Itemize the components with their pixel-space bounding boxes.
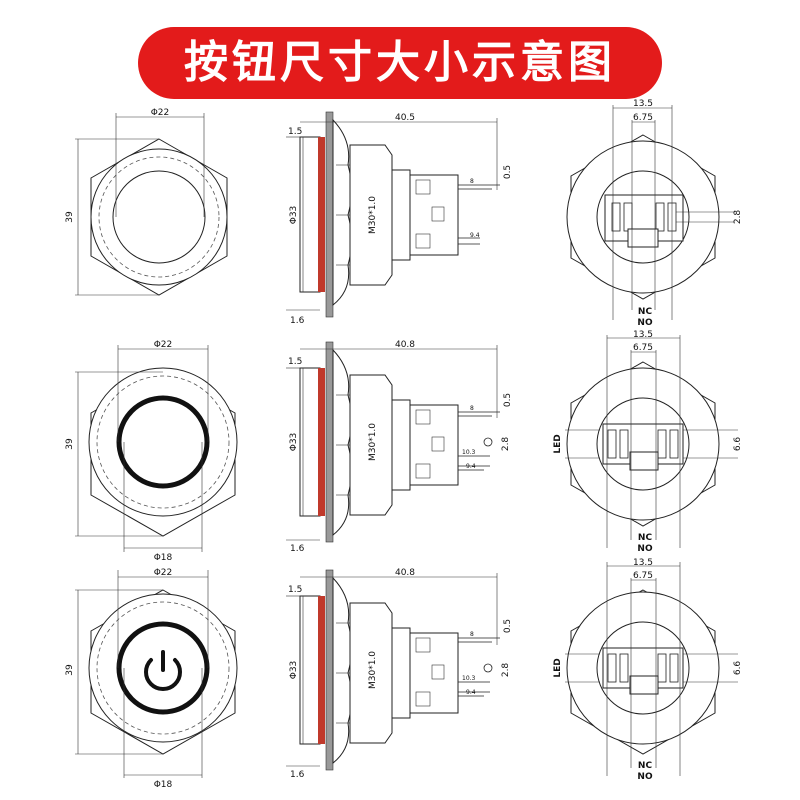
title-banner: 按钮尺寸大小示意图: [138, 27, 662, 99]
pitch-dimension: 2.8: [501, 437, 511, 452]
nut-dimension: 1.6: [290, 316, 305, 326]
spacing-dimension: 10.3: [462, 675, 476, 682]
nut-dimension: 1.6: [290, 770, 305, 780]
nc-label: NC: [638, 761, 653, 771]
switch-block: [391, 169, 411, 261]
inner-dimension: 6.75: [633, 113, 653, 123]
hex-dimension: 39: [65, 438, 75, 450]
housing: [349, 374, 393, 516]
side-dimension: 6.6: [733, 437, 743, 452]
gasket: [318, 596, 325, 744]
nc-label: NC: [638, 307, 653, 317]
nut-profile: [332, 576, 352, 765]
terminal-block: [409, 174, 459, 256]
thread-dimension: M30*1.0: [368, 196, 378, 234]
width-dimension: 13.5: [633, 330, 653, 340]
button-cap: [112, 170, 206, 264]
diameter-dimension: Φ33: [289, 433, 299, 452]
thread-dimension: M30*1.0: [368, 423, 378, 461]
no-label: NO: [637, 544, 653, 554]
rear-view-2: 13.5 6.75 6.6 LED NC NO: [553, 330, 743, 554]
pin-b-dimension: 9.4: [466, 463, 476, 470]
top-dimension: Φ22: [154, 340, 173, 350]
pin-b-dimension: 9.4: [470, 232, 480, 239]
side-dimension: 6.6: [733, 661, 743, 676]
banner-title: 按钮尺寸大小示意图: [184, 37, 616, 88]
flange-dimension: 1.5: [288, 585, 302, 595]
inner-dimension: 6.75: [633, 571, 653, 581]
nut-profile: [332, 348, 352, 537]
side-dimension: 2.8: [733, 210, 743, 225]
nut-dimension: 1.6: [290, 544, 305, 554]
led-ring: [116, 395, 210, 489]
housing: [349, 602, 393, 744]
thread-dimension: M30*1.0: [368, 651, 378, 689]
pin-b-dimension: 9.4: [466, 689, 476, 696]
side-view-1: 40.5 1.5 1.6 Φ33 M30*1.0 0.5 8 9.4: [286, 111, 513, 326]
length-dimension: 40.8: [395, 568, 415, 578]
flange-dimension: 1.5: [288, 127, 302, 137]
front-view-power: 39 Φ22 Φ18: [65, 568, 238, 790]
pin-gap-dimension: 0.5: [503, 619, 513, 633]
pin-a-dimension: 8: [470, 405, 474, 412]
rear-view-3: 13.5 6.75 6.6 LED NC NO: [553, 558, 743, 782]
hex-dimension: 39: [65, 664, 75, 676]
width-dimension: 13.5: [633, 99, 653, 109]
length-dimension: 40.8: [395, 340, 415, 350]
gasket: [318, 137, 325, 292]
bottom-dimension: Φ18: [154, 780, 173, 790]
spacing-dimension: 10.3: [462, 449, 476, 456]
bezel-dashed: [96, 375, 230, 509]
front-view-ring: 39 Φ22 Φ18: [65, 340, 238, 563]
led-label: LED: [553, 658, 563, 677]
terminal-block: [409, 632, 459, 714]
diameter-dimension: Φ33: [289, 206, 299, 225]
nc-label: NC: [638, 533, 653, 543]
pin-gap-dimension: 0.5: [503, 165, 513, 179]
pitch-dimension: 2.8: [501, 663, 511, 678]
pin-a-dimension: 8: [470, 631, 474, 638]
hex-dimension: 39: [65, 211, 75, 223]
flange-dimension: 1.5: [288, 357, 302, 367]
panel: [325, 111, 334, 318]
bezel-outer: [88, 367, 238, 517]
led-label: LED: [553, 434, 563, 453]
terminal-block: [409, 404, 459, 486]
width-dimension: 13.5: [633, 558, 653, 568]
gasket: [318, 368, 325, 516]
bezel-dashed: [96, 601, 230, 735]
led-ring: [116, 621, 210, 715]
rear-view-1: 13.5 6.75 2.8 NC NO: [566, 99, 743, 328]
no-label: NO: [637, 772, 653, 782]
length-dimension: 40.5: [395, 113, 415, 123]
pin-a-dimension: 8: [470, 178, 474, 185]
side-view-2: 40.8 1.5 1.6 Φ33 M30*1.0 0.5 2.8 8 10.3 …: [286, 340, 513, 554]
side-view-3: 40.8 1.5 1.6 Φ33 M30*1.0 0.5 2.8 8 10.3 …: [286, 568, 513, 780]
housing: [349, 144, 393, 286]
top-dimension: Φ22: [154, 568, 173, 578]
bottom-dimension: Φ18: [154, 553, 173, 563]
nut-profile: [332, 118, 352, 307]
bezel-dashed: [98, 156, 220, 278]
panel: [325, 569, 334, 771]
no-label: NO: [637, 318, 653, 328]
front-view-plain: 39 Φ22: [65, 108, 228, 296]
switch-block: [391, 399, 411, 491]
inner-dimension: 6.75: [633, 343, 653, 353]
power-icon: [144, 650, 182, 692]
top-dimension: Φ22: [151, 108, 170, 118]
diameter-dimension: Φ33: [289, 661, 299, 680]
switch-block: [391, 627, 411, 719]
pin-gap-dimension: 0.5: [503, 393, 513, 407]
panel: [325, 341, 334, 543]
